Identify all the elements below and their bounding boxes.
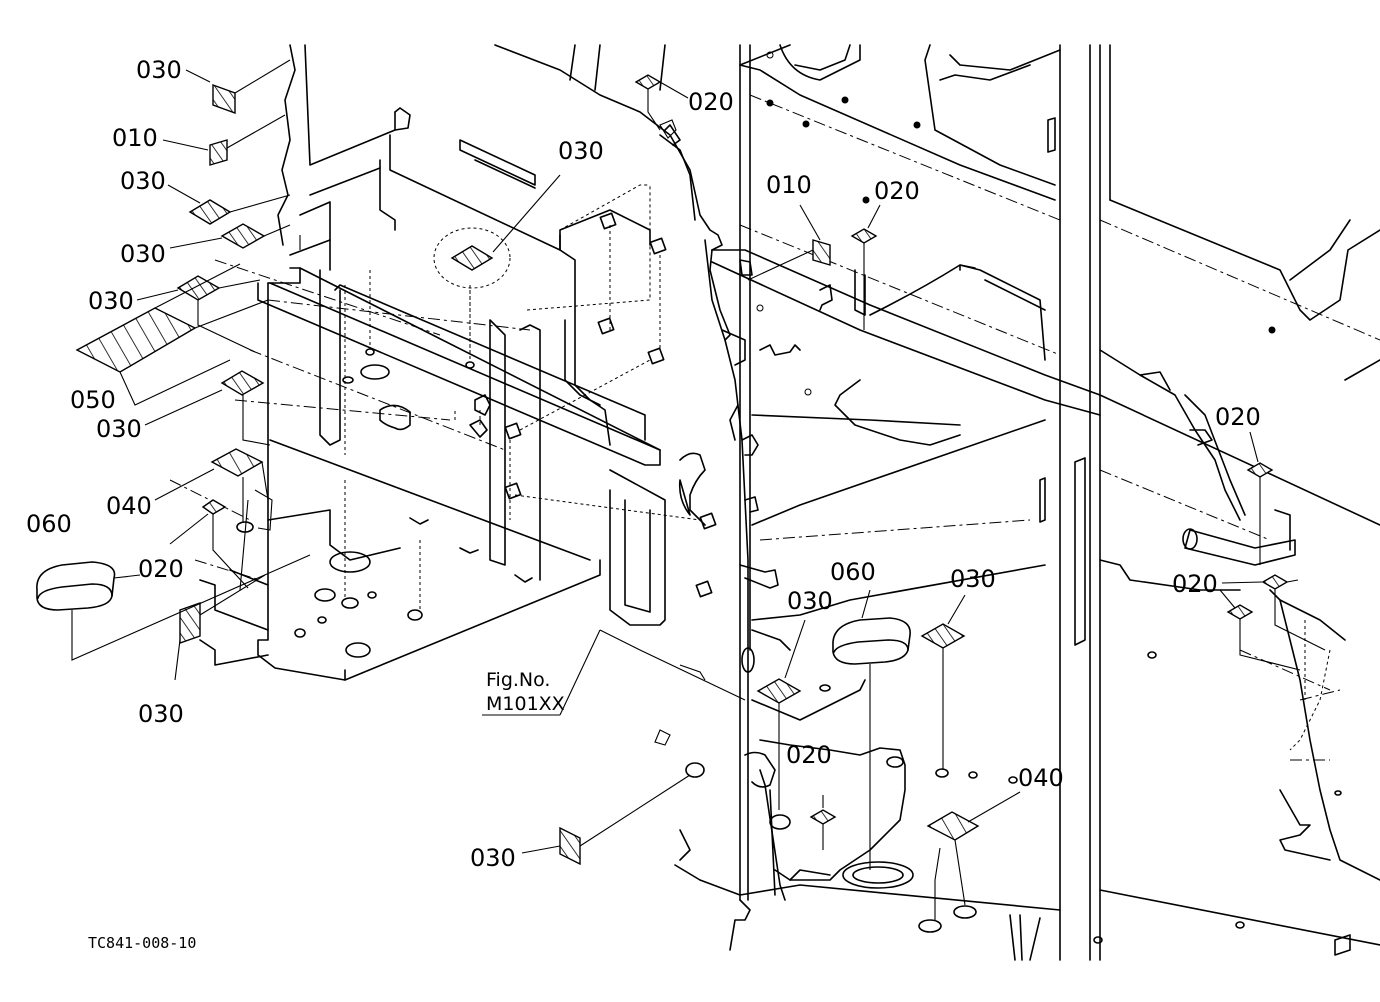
callout-020-mid: 020 [874,177,920,205]
right-structure [674,44,1380,961]
left-panel [169,44,717,681]
grommet-020-mid [850,228,878,244]
pad-030-e [220,370,265,396]
callouts: 030 010 030 030 030 050 030 040 020 060 … [26,56,1261,872]
callout-030-top: 030 [136,56,182,84]
grommet-020-right-a [1261,574,1289,590]
fig-ref-line2: M101XX [486,693,565,715]
callout-030-d: 030 [88,287,134,315]
grommet-020-far-right [1246,462,1274,478]
callout-030-c: 030 [120,240,166,268]
pad-030-h [756,678,802,704]
callout-010-left: 010 [112,124,158,152]
callout-040-left: 040 [106,492,152,520]
pad-030-b [188,199,232,225]
callout-030-b: 030 [120,167,166,195]
pad-040-left [210,448,264,477]
pad-010-right [812,239,831,266]
callout-030-i: 030 [950,565,996,593]
plug-060-left [36,561,116,611]
pad-030-circle [450,245,494,271]
callout-030-j: 030 [470,844,516,872]
callout-020-top: 020 [688,88,734,116]
callout-030-f: 030 [138,700,184,728]
callout-020-right: 020 [1172,570,1218,598]
pad-030-d [176,275,221,301]
leader-lines [71,59,1326,920]
pad-040-right [926,811,980,841]
pad-030-f [179,602,201,644]
callout-020-far-right: 020 [1215,403,1261,431]
callout-020-bottom: 020 [786,741,832,769]
grommet-020-left [201,499,227,515]
pad-050 [75,307,197,373]
callout-030-e: 030 [96,415,142,443]
callout-030-circle: 030 [558,137,604,165]
pad-030-j [559,826,581,866]
plug-060-right [832,617,911,665]
grommet-020-right-b [1226,604,1254,620]
callout-030-h: 030 [787,587,833,615]
callout-060-left: 060 [26,510,72,538]
callout-020-left: 020 [138,555,184,583]
center-pillar [494,44,779,901]
grommet-020-bottom [809,809,837,825]
figure-reference: Fig.No. M101XX [486,669,565,715]
pad-010-left [209,139,228,166]
pad-030-i [920,623,966,649]
callout-010-right: 010 [766,171,812,199]
pad-030-top [212,84,236,114]
grommet-020-top [634,74,662,90]
callout-040-right: 040 [1018,764,1064,792]
pad-030-c [220,223,266,249]
fig-ref-line1: Fig.No. [486,669,550,691]
callout-050: 050 [70,386,116,414]
callout-060-right: 060 [830,558,876,586]
drawing-code: TC841-008-10 [88,934,196,952]
